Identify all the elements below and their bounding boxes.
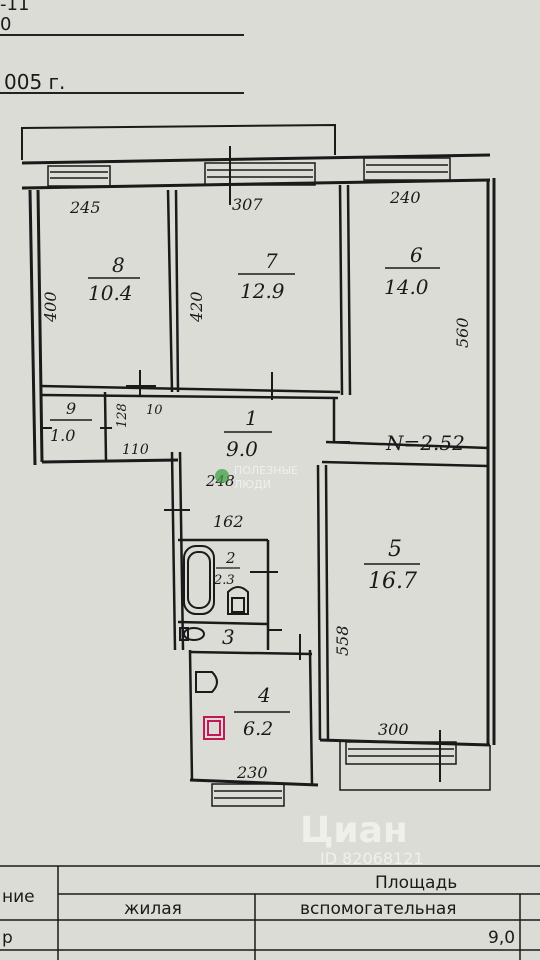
- stove-fixture: [203, 716, 225, 740]
- table-row1-label: р: [2, 928, 13, 948]
- room-3-number: 3: [222, 625, 235, 649]
- cian-text: Циан: [300, 810, 408, 851]
- dim-128: 128: [115, 403, 130, 428]
- dim-560: 560: [453, 317, 472, 348]
- interior-walls: [39, 184, 489, 786]
- table-aux-header: вспомогательная: [300, 899, 456, 919]
- room-1-number: 1: [245, 406, 258, 430]
- area-table-text: ние Площадь жилая вспомогательная р 9,0: [2, 873, 515, 948]
- dim-245: 245: [69, 198, 101, 217]
- poleznye-text-2: ЛЮДИ: [234, 478, 271, 491]
- room-6-number: 6: [410, 243, 423, 267]
- header-rule-2: [0, 92, 244, 94]
- room-4-number: 4: [257, 683, 271, 707]
- door-marks: [42, 146, 441, 782]
- poleznye-watermark: ПОЛЕЗНЫЕ ЛЮДИ: [215, 464, 298, 491]
- dimension-labels: 245 307 240 400 420 560 128 10 110 2 4 8 1…: [41, 188, 472, 782]
- dim-420: 420: [187, 291, 206, 323]
- dim-240: 240: [389, 188, 421, 207]
- dim-230: 230: [236, 763, 268, 782]
- table-area-header: Площадь: [375, 873, 457, 893]
- table-col1-header: ние: [2, 887, 35, 907]
- sink-fixture: [227, 586, 249, 615]
- dim-400: 400: [41, 291, 60, 323]
- balcony-top: [21, 123, 336, 160]
- poleznye-text-1: ПОЛЕЗНЫЕ: [234, 464, 298, 477]
- kitchen-sink-fixture: [195, 671, 218, 693]
- table-row1-value: 9,0: [488, 928, 515, 948]
- bathtub-fixture: [183, 545, 215, 615]
- north-mark: N=2.52: [385, 431, 465, 455]
- room-1-area: 9.0: [226, 437, 258, 461]
- header-line-2: 0: [0, 14, 12, 35]
- windows: [47, 157, 491, 807]
- header-date: 005 г.: [4, 70, 66, 94]
- area-table: [0, 865, 540, 960]
- dim-110: 110: [122, 442, 149, 458]
- room-7-area: 12.9: [240, 279, 285, 303]
- header-rule-1: [0, 34, 244, 36]
- room-5-area: 16.7: [368, 569, 417, 594]
- cian-watermark: Циан ID 82068121: [300, 810, 424, 868]
- outer-walls: [21, 153, 496, 787]
- room-2-number: 2: [225, 549, 236, 567]
- table-living-header: жилая: [124, 899, 182, 919]
- room-7-number: 7: [265, 249, 278, 273]
- room-5-number: 5: [388, 537, 402, 562]
- room-8-area: 10.4: [88, 281, 133, 305]
- room-8-number: 8: [112, 253, 125, 277]
- header-line-1: -11: [0, 0, 30, 15]
- room-2-area: 2.3: [213, 573, 235, 588]
- dim-558: 558: [333, 625, 352, 656]
- room-9-area: 1.0: [50, 426, 75, 445]
- toilet-fixture: [179, 627, 205, 641]
- dim-162: 162: [213, 512, 244, 531]
- room-4-area: 6.2: [243, 718, 273, 740]
- room-9-number: 9: [66, 399, 76, 418]
- dim-307: 307: [232, 195, 263, 214]
- cian-id: ID 82068121: [320, 849, 424, 868]
- dim-10: 10: [146, 403, 163, 418]
- room-labels: 8 10.4 7 12.9 6 14.0 9 1.0 1 9.0 5 16.7 …: [50, 243, 440, 740]
- dim-300: 300: [378, 720, 409, 739]
- room-6-area: 14.0: [384, 275, 429, 299]
